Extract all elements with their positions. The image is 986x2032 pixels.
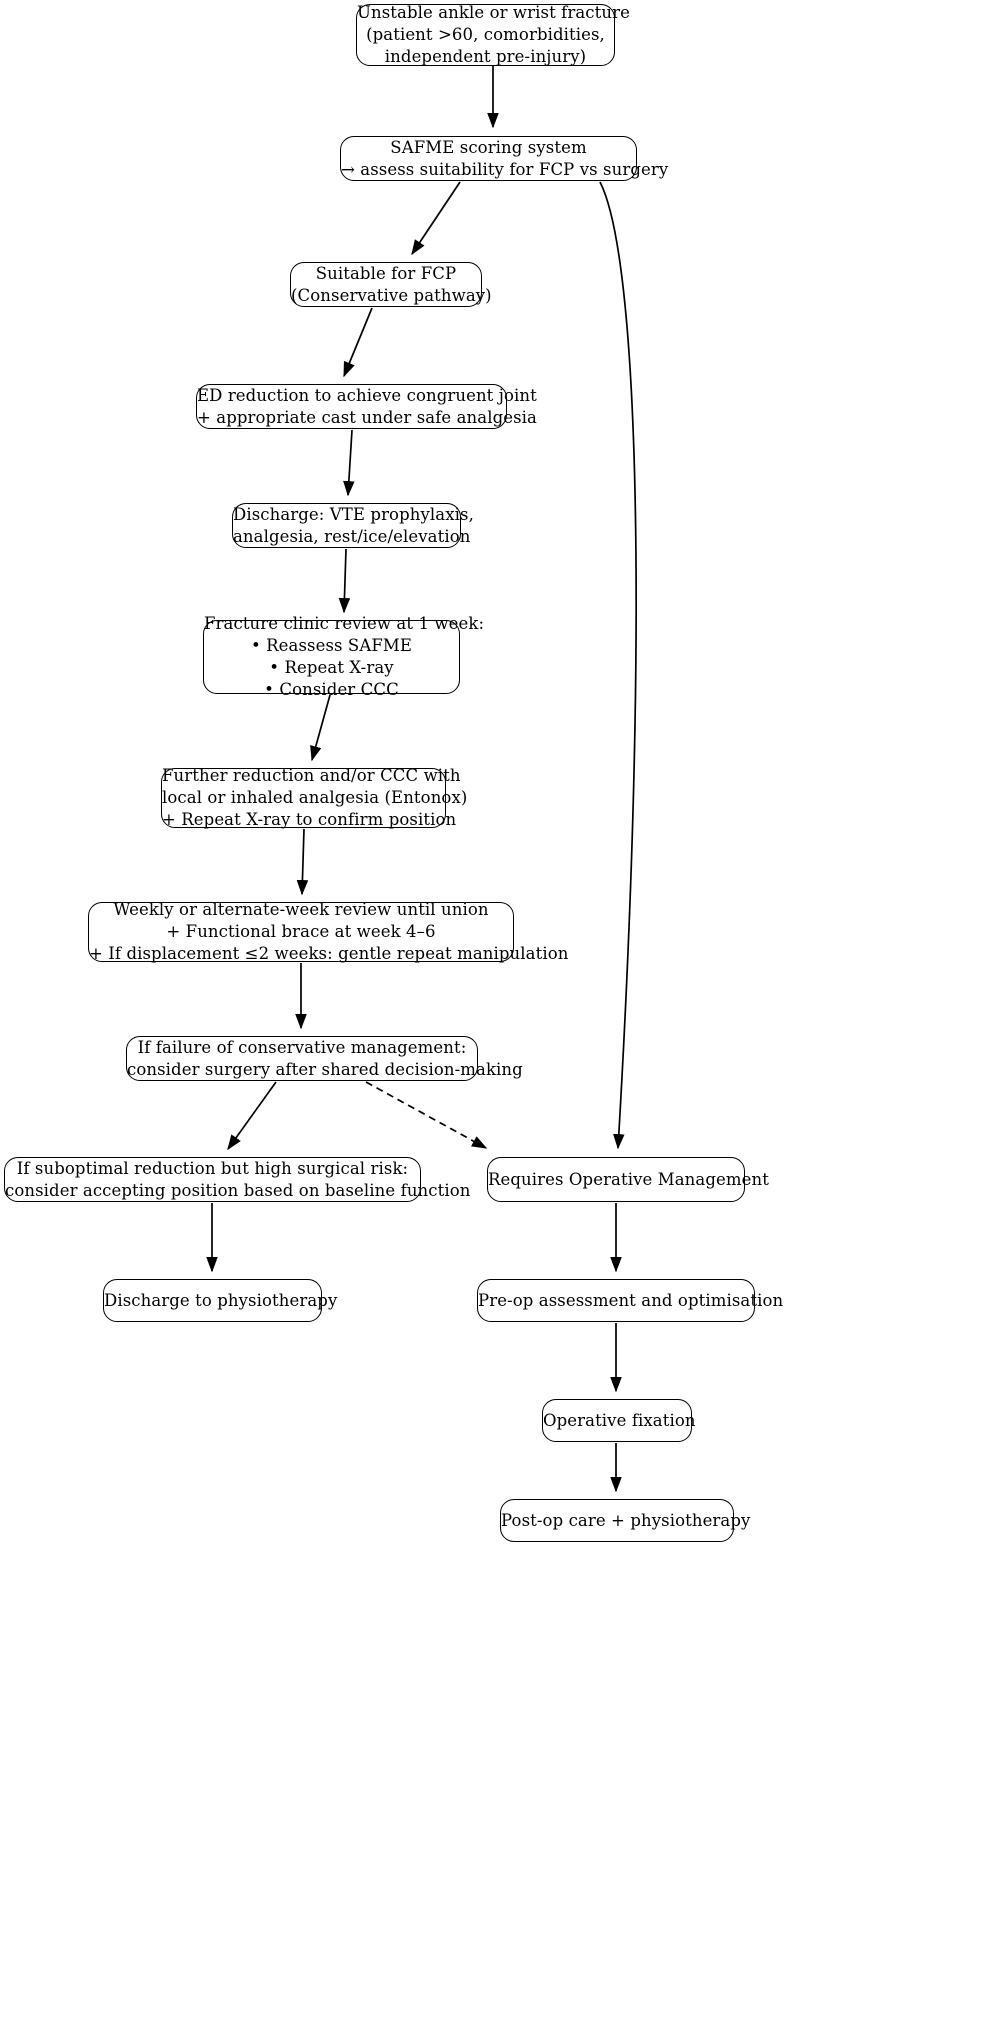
- node-label-line: • Consider CCC: [264, 679, 399, 699]
- node-suboptimal-reduction[interactable]: If suboptimal reduction but high surgica…: [4, 1157, 471, 1202]
- node-label-line: (Conservative pathway): [291, 285, 492, 305]
- node-label-line: Fracture clinic review at 1 week:: [204, 614, 485, 634]
- node-label-line: Pre-op assessment and optimisation: [478, 1290, 784, 1310]
- edge-discharge-vte-to-fracture-clinic: [338, 548, 351, 614]
- node-fracture-clinic[interactable]: Fracture clinic review at 1 week:• Reass…: [203, 614, 484, 699]
- node-label-line: If failure of conservative management:: [137, 1037, 467, 1057]
- node-suitable-fcp[interactable]: Suitable for FCP(Conservative pathway): [290, 262, 492, 307]
- node-discharge-vte[interactable]: Discharge: VTE prophylaxis,analgesia, re…: [232, 503, 474, 548]
- node-label-line: Discharge to physiotherapy: [104, 1290, 338, 1310]
- node-failure-conservative[interactable]: If failure of conservative management:co…: [126, 1036, 523, 1081]
- node-label-line: analgesia, rest/ice/elevation: [233, 526, 471, 546]
- node-ed-reduction[interactable]: ED reduction to achieve congruent joint+…: [196, 384, 537, 429]
- edge-further-reduction-to-weekly-review: [296, 828, 309, 896]
- node-presentation[interactable]: Unstable ankle or wrist fracture(patient…: [356, 3, 630, 66]
- node-label-line: consider surgery after shared decision-m…: [127, 1059, 523, 1079]
- edge-failure-conservative-to-requires-operative: [365, 1081, 488, 1149]
- node-label-line: Weekly or alternate-week review until un…: [113, 900, 489, 920]
- node-label-line: + Functional brace at week 4–6: [166, 922, 436, 942]
- node-label-line: Requires Operative Management: [488, 1169, 769, 1189]
- edge-fracture-clinic-to-further-reduction: [310, 694, 331, 762]
- node-discharge-physio[interactable]: Discharge to physiotherapy: [103, 1279, 338, 1322]
- node-label-line: → assess suitability for FCP vs surgery: [341, 159, 669, 179]
- node-label-line: Further reduction and/or CCC with: [162, 766, 461, 786]
- node-label-line: • Repeat X-ray: [269, 658, 394, 677]
- node-label-line: independent pre-injury): [384, 46, 587, 66]
- node-requires-operative[interactable]: Requires Operative Management: [487, 1157, 769, 1202]
- node-label-line: local or inhaled analgesia (Entonox): [162, 788, 468, 808]
- node-label-line: Discharge: VTE prophylaxis,: [233, 504, 474, 524]
- node-postop-care[interactable]: Post-op care + physiotherapy: [500, 1499, 751, 1542]
- node-label-line: + appropriate cast under safe analgesia: [197, 407, 537, 427]
- node-label-line: Suitable for FCP: [315, 263, 457, 283]
- node-label-line: ED reduction to achieve congruent joint: [197, 385, 537, 405]
- node-label-line: Operative fixation: [543, 1410, 696, 1430]
- node-safme[interactable]: SAFME scoring system→ assess suitability…: [340, 136, 669, 181]
- node-operative-fixation[interactable]: Operative fixation: [542, 1399, 696, 1442]
- node-label-line: SAFME scoring system: [390, 137, 587, 157]
- node-label-line: consider accepting position based on bas…: [5, 1180, 471, 1200]
- edge-failure-conservative-to-suboptimal-reduction: [227, 1081, 277, 1151]
- node-label-line: + Repeat X-ray to confirm position: [162, 809, 457, 829]
- node-label-line: Unstable ankle or wrist fracture: [357, 3, 630, 23]
- node-label-line: + If displacement ≤2 weeks: gentle repea…: [89, 943, 569, 963]
- node-weekly-review[interactable]: Weekly or alternate-week review until un…: [88, 900, 569, 963]
- edge-safme-to-requires-operative: [599, 181, 638, 1150]
- node-label-line: (patient >60, comorbidities,: [366, 25, 605, 45]
- node-label-line: Post-op care + physiotherapy: [501, 1510, 751, 1530]
- node-label-line: If suboptimal reduction but high surgica…: [16, 1158, 409, 1178]
- edge-ed-reduction-to-discharge-vte: [343, 429, 355, 497]
- node-label-line: • Reassess SAFME: [250, 636, 413, 656]
- edge-safme-to-suitable-fcp: [411, 181, 461, 256]
- node-preop-assessment[interactable]: Pre-op assessment and optimisation: [477, 1279, 784, 1322]
- edge-suitable-fcp-to-ed-reduction: [343, 307, 373, 378]
